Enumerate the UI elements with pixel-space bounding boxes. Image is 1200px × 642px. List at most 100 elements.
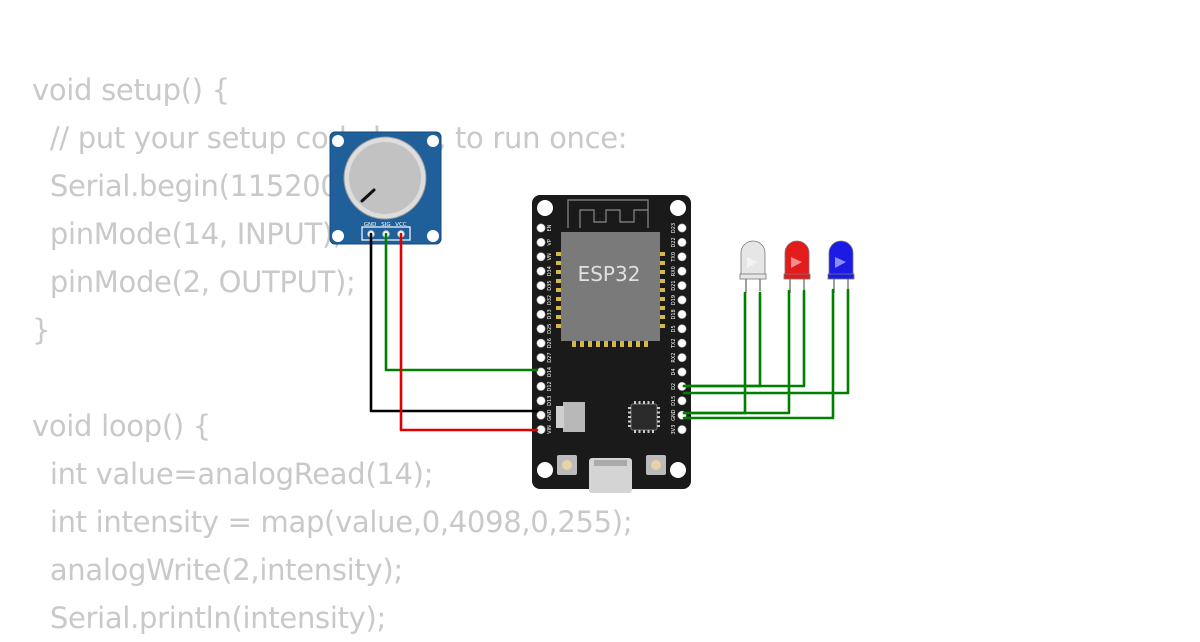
pot-pin-label: SIG [381, 222, 390, 228]
pin-d35[interactable] [536, 281, 546, 291]
module-pad [660, 288, 665, 292]
module-pad [588, 341, 592, 347]
pin-d33[interactable] [536, 309, 546, 319]
pin-d22[interactable] [677, 237, 687, 247]
pin-label: GND [671, 409, 677, 421]
module-pad [596, 341, 600, 347]
code-line: void loop() { [32, 409, 211, 443]
pin-label: D5 [671, 325, 677, 332]
chip-pad [634, 430, 636, 433]
wire-d2-to-red-led[interactable] [682, 289, 806, 388]
chip-pad [634, 401, 636, 404]
wire-gnd-to-blue-led[interactable] [682, 288, 835, 420]
board-label: ESP32 [578, 262, 641, 286]
pin-label: D22 [671, 237, 677, 247]
pin-en[interactable] [536, 223, 546, 233]
pin-d5[interactable] [677, 324, 687, 334]
usb-uart-chip [630, 403, 658, 431]
led-rim [827, 273, 855, 280]
pin-label: D35 [547, 280, 553, 290]
mount-hole [427, 135, 439, 147]
wire-d2-to-blue-led[interactable] [682, 288, 850, 395]
usb-slot [594, 460, 627, 466]
module-pad [660, 306, 665, 310]
module-pad [604, 341, 608, 347]
pin-rx2[interactable] [677, 353, 687, 363]
code-line: void setup() { [32, 73, 230, 107]
wire-gnd-to-white-led[interactable] [682, 291, 747, 415]
esp32-board[interactable]: ESP32 ENVPVND34D35D32D33D25D26D27D14D12D… [532, 195, 691, 493]
mount-hole [670, 462, 686, 478]
pin-d19[interactable] [677, 295, 687, 305]
led-body [784, 240, 810, 279]
module-pad [660, 270, 665, 274]
module-pad [556, 315, 561, 319]
chip-pad [628, 411, 631, 414]
wire-gnd-to-red-led[interactable] [682, 289, 791, 415]
wire-d2-to-white-led[interactable] [682, 291, 762, 388]
knob-indicator [360, 188, 376, 203]
led-blue[interactable] [827, 240, 855, 293]
pin-d23[interactable] [677, 223, 687, 233]
pin-d15[interactable] [677, 396, 687, 406]
boot-button-cap[interactable] [651, 460, 661, 470]
code-line: pinMode(14, INPUT); [32, 217, 343, 251]
pin-d14[interactable] [536, 367, 546, 377]
pin-d13[interactable] [536, 396, 546, 406]
board-pins: ENVPVND34D35D32D33D25D26D27D14D12D13GNDV… [536, 223, 687, 435]
chip-pad [652, 430, 654, 433]
pin-d34[interactable] [536, 266, 546, 276]
pin-label: D23 [671, 223, 677, 233]
chip-pads [628, 401, 660, 433]
antenna-trace [567, 199, 649, 228]
pin-d25[interactable] [536, 324, 546, 334]
pin-label: D4 [671, 368, 677, 375]
module-pad [660, 261, 665, 265]
wire-pot-vcc-to-vin[interactable] [399, 232, 539, 432]
en-button-cap[interactable] [562, 460, 572, 470]
pin-label: D2 [671, 383, 677, 390]
pin-tx0[interactable] [677, 252, 687, 262]
pin-3v3[interactable] [677, 425, 687, 435]
pin-label: D26 [547, 338, 553, 348]
pin-d18[interactable] [677, 309, 687, 319]
pin-d32[interactable] [536, 295, 546, 305]
pin-d27[interactable] [536, 353, 546, 363]
voltage-regulator [563, 402, 585, 432]
pin-label: RX0 [671, 266, 677, 276]
module-pad [612, 341, 616, 347]
pin-d21[interactable] [677, 281, 687, 291]
mount-hole [332, 135, 344, 147]
pin-vn[interactable] [536, 252, 546, 262]
pin-tx2[interactable] [677, 338, 687, 348]
chip-pad [657, 416, 660, 418]
pin-d12[interactable] [536, 381, 546, 391]
mount-hole [670, 200, 686, 216]
module-pad [556, 288, 561, 292]
micro-usb-port[interactable] [589, 458, 632, 493]
chip-pad [643, 401, 645, 404]
wires [369, 232, 850, 432]
led-white[interactable] [739, 240, 767, 293]
potentiometer-knob[interactable] [349, 142, 421, 214]
module-pad [572, 341, 576, 347]
pin-vp[interactable] [536, 237, 546, 247]
pin-d26[interactable] [536, 338, 546, 348]
pin-d4[interactable] [677, 367, 687, 377]
pin-gnd[interactable] [536, 410, 546, 420]
led-red[interactable] [783, 240, 811, 293]
pin-label: D21 [671, 280, 677, 290]
wire-pot-gnd-to-gnd[interactable] [369, 232, 539, 413]
pin-label: D32 [547, 295, 553, 305]
mount-hole [537, 200, 553, 216]
wire-pot-sig-to-d14[interactable] [384, 232, 539, 372]
pin-label: EN [547, 224, 553, 231]
mount-hole [427, 230, 439, 242]
code-line: analogWrite(2,intensity); [32, 553, 403, 587]
module-pad [620, 341, 624, 347]
code-line: Serial.println(intensity); [32, 601, 387, 635]
pin-rx0[interactable] [677, 266, 687, 276]
potentiometer-module[interactable]: GND SIG VCC [329, 131, 442, 245]
pin-label: D34 [547, 266, 553, 276]
